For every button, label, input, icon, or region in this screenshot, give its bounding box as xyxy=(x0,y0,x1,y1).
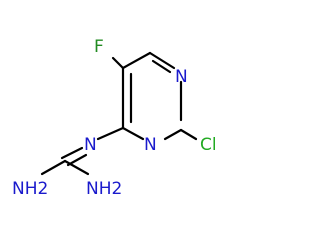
bond-c4-n-imine xyxy=(96,126,125,141)
atom-amine-left: NH2 xyxy=(12,179,48,199)
structure-diagram: F N N Cl N NH2 NH2 xyxy=(12,37,217,199)
bond-c5-f xyxy=(111,56,125,70)
bond-c6-n1-inner xyxy=(151,59,172,74)
bond-c2-n3 xyxy=(163,128,183,141)
atom-fluorine: F xyxy=(94,37,104,57)
bond-c6-n1-double xyxy=(148,51,176,70)
bond-c2-cl xyxy=(179,128,198,141)
molecule-canvas: F N N Cl N NH2 NH2 xyxy=(12,37,217,199)
atom-ring-n-bottom: N xyxy=(144,135,157,155)
atom-ring-n-top: N xyxy=(175,67,188,87)
atom-imine-n: N xyxy=(84,135,97,155)
bond-c5-c6 xyxy=(121,51,152,70)
bond-n3-c4 xyxy=(121,126,145,141)
bond-imine-c-double-a xyxy=(60,146,84,160)
atom-chlorine: Cl xyxy=(200,135,217,155)
bond-c-nh2-left xyxy=(40,159,67,176)
atom-amine-right: NH2 xyxy=(86,179,122,199)
bond-c-nh2-right xyxy=(63,159,90,176)
